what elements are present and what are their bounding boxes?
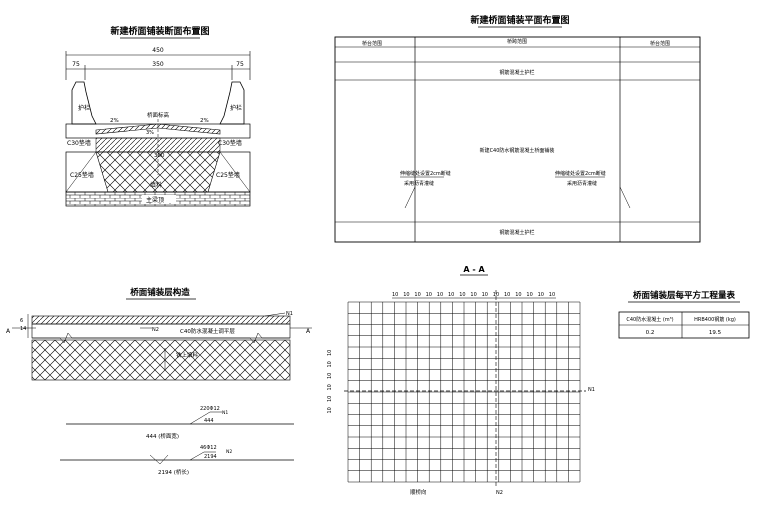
cross-section-view: 新建桥面铺装断面布置图 450 75 350 75 护栏 护栏 2% 2% 桥面… xyxy=(65,25,251,207)
layer-tag-n2: N2 xyxy=(152,327,159,333)
dim-left: 75 xyxy=(72,61,80,68)
grid-title: A - A xyxy=(463,265,485,274)
grid-top-spacing-label: 10 xyxy=(493,292,499,298)
grid-tag-n2: N2 xyxy=(496,490,503,496)
grid-left-spacing-label: 10 xyxy=(327,396,333,402)
grid-top-spacing-label: 10 xyxy=(515,292,521,298)
c25-right: C25垫墙 xyxy=(216,171,240,179)
fill-label: 填料 xyxy=(150,181,162,189)
c30-right: C30垫墙 xyxy=(218,139,242,147)
grid-top-spacing-label: 10 xyxy=(459,292,465,298)
bar2-len: 2194 xyxy=(204,454,217,460)
dim-total: 450 xyxy=(152,47,164,54)
marker-a-left: A xyxy=(6,328,11,335)
layer-title: 桥面铺装层构造 xyxy=(130,287,190,298)
slope-left: 2% xyxy=(110,118,119,124)
grid-top-spacing-label: 10 xyxy=(549,292,555,298)
marker-a-right: A xyxy=(306,328,311,335)
c40-label: C40防水混凝土调平层 xyxy=(180,327,235,335)
bar1-caption: 444 (桥面宽) xyxy=(146,432,179,440)
center-label: 桥面标高 xyxy=(147,111,170,119)
c25-left: C25垫墙 xyxy=(70,171,94,179)
grid-tag-n1: N1 xyxy=(588,387,595,393)
joint-right-2: 采用沥青灌缝 xyxy=(567,180,597,187)
plan-center-text: 新建C40防水钢筋混凝土桥面铺装 xyxy=(480,147,555,154)
plan-col-mid: 桥跨范围 xyxy=(507,38,527,45)
grid-top-spacing: 10 10 10 10 10 10 10 10 10 10 10 10 10 10 10 xyxy=(392,292,556,299)
grid-top-spacing-label: 10 xyxy=(482,292,488,298)
bar1-tag: 220Φ12 xyxy=(200,406,220,412)
pave-thickness: 3% xyxy=(146,130,154,136)
slope-right: 2% xyxy=(200,118,209,124)
fill-label-2: 铁上填料 xyxy=(176,351,199,359)
dim-6: 6 xyxy=(20,318,23,324)
qty-head-concrete: C40防水混凝土 (m³) xyxy=(626,316,673,323)
joint-left-2: 采用沥青灌缝 xyxy=(404,180,434,187)
bar1-num: N1 xyxy=(222,410,228,416)
guardrail-right-label: 护栏 xyxy=(230,104,242,112)
grid-dir-label: 顺桥向 xyxy=(410,488,427,496)
grid-top-spacing-label: 10 xyxy=(426,292,432,298)
grid-top-spacing-label: 10 xyxy=(414,292,420,298)
plan-col-left: 桥台范围 xyxy=(362,40,382,47)
c30-left: C30垫墙 xyxy=(67,139,91,147)
grid-left-spacing-label: 10 xyxy=(327,350,333,356)
plan-title: 新建桥面铺装平面布置图 xyxy=(470,14,569,26)
plan-col-right: 桥台范围 xyxy=(650,40,670,47)
grid-top-spacing-label: 10 xyxy=(526,292,532,298)
grid-left-spacing: 10 10 10 10 10 10 xyxy=(327,350,333,414)
layer-tag-n1: N1 xyxy=(286,311,293,317)
bar2-tag: 46Φ12 xyxy=(200,445,217,451)
bar2-num: N2 xyxy=(226,449,232,455)
rebar-grid-lines xyxy=(347,301,581,483)
guardrail-left-label: 护栏 xyxy=(78,104,90,112)
plan-top-strip: 钢筋混凝土护栏 xyxy=(499,69,534,76)
grid-top-spacing-label: 10 xyxy=(538,292,544,298)
dim-mid: 350 xyxy=(152,61,164,68)
bar1-len: 444 xyxy=(204,418,214,424)
dim-14: 14 xyxy=(20,326,26,332)
grid-left-spacing-label: 10 xyxy=(327,373,333,379)
joint-right-1: 伸缩缝处设置2cm断缝 xyxy=(555,170,606,177)
beam-label: 主梁顶 xyxy=(146,196,164,204)
plan-bottom-strip: 钢筋混凝土护栏 xyxy=(499,229,534,236)
grid-left-spacing-label: 10 xyxy=(327,384,333,390)
grid-top-spacing-label: 10 xyxy=(392,292,398,298)
dim-right: 75 xyxy=(236,61,244,68)
grid-top-spacing-label: 10 xyxy=(403,292,409,298)
grid-top-spacing-label: 10 xyxy=(448,292,454,298)
qty-val-steel: 19.5 xyxy=(709,330,722,336)
grid-left-spacing-label: 10 xyxy=(327,407,333,413)
joint-left-1: 伸缩缝处设置2cm断缝 xyxy=(400,170,451,177)
qty-val-concrete: 0.2 xyxy=(646,330,655,336)
grid-top-spacing-label: 10 xyxy=(470,292,476,298)
layer-construction-view: 桥面铺装层构造 A A 14 6 N1 N2 C40防水混凝土调平层 铁上填料 … xyxy=(6,287,312,476)
qty-head-steel: HRB400钢筋 (kg) xyxy=(694,316,736,323)
plan-view: 新建桥面铺装平面布置图 桥台范围 桥跨范围 桥台范围 钢筋混凝土护栏 新建C40… xyxy=(334,14,701,243)
grid-top-spacing-label: 10 xyxy=(437,292,443,298)
bar2-caption: 2194 (桥长) xyxy=(158,468,189,476)
cross-section-title: 新建桥面铺装断面布置图 xyxy=(110,25,209,37)
guardrail-left xyxy=(71,81,97,125)
quantity-title: 桥面铺装层每平方工程量表 xyxy=(633,290,736,301)
grid-left-spacing-label: 10 xyxy=(327,361,333,367)
quantity-table: 桥面铺装层每平方工程量表 C40防水混凝土 (m³) HRB400钢筋 (kg)… xyxy=(618,290,750,339)
guardrail-right xyxy=(219,81,245,125)
grid-top-spacing-label: 10 xyxy=(504,292,510,298)
